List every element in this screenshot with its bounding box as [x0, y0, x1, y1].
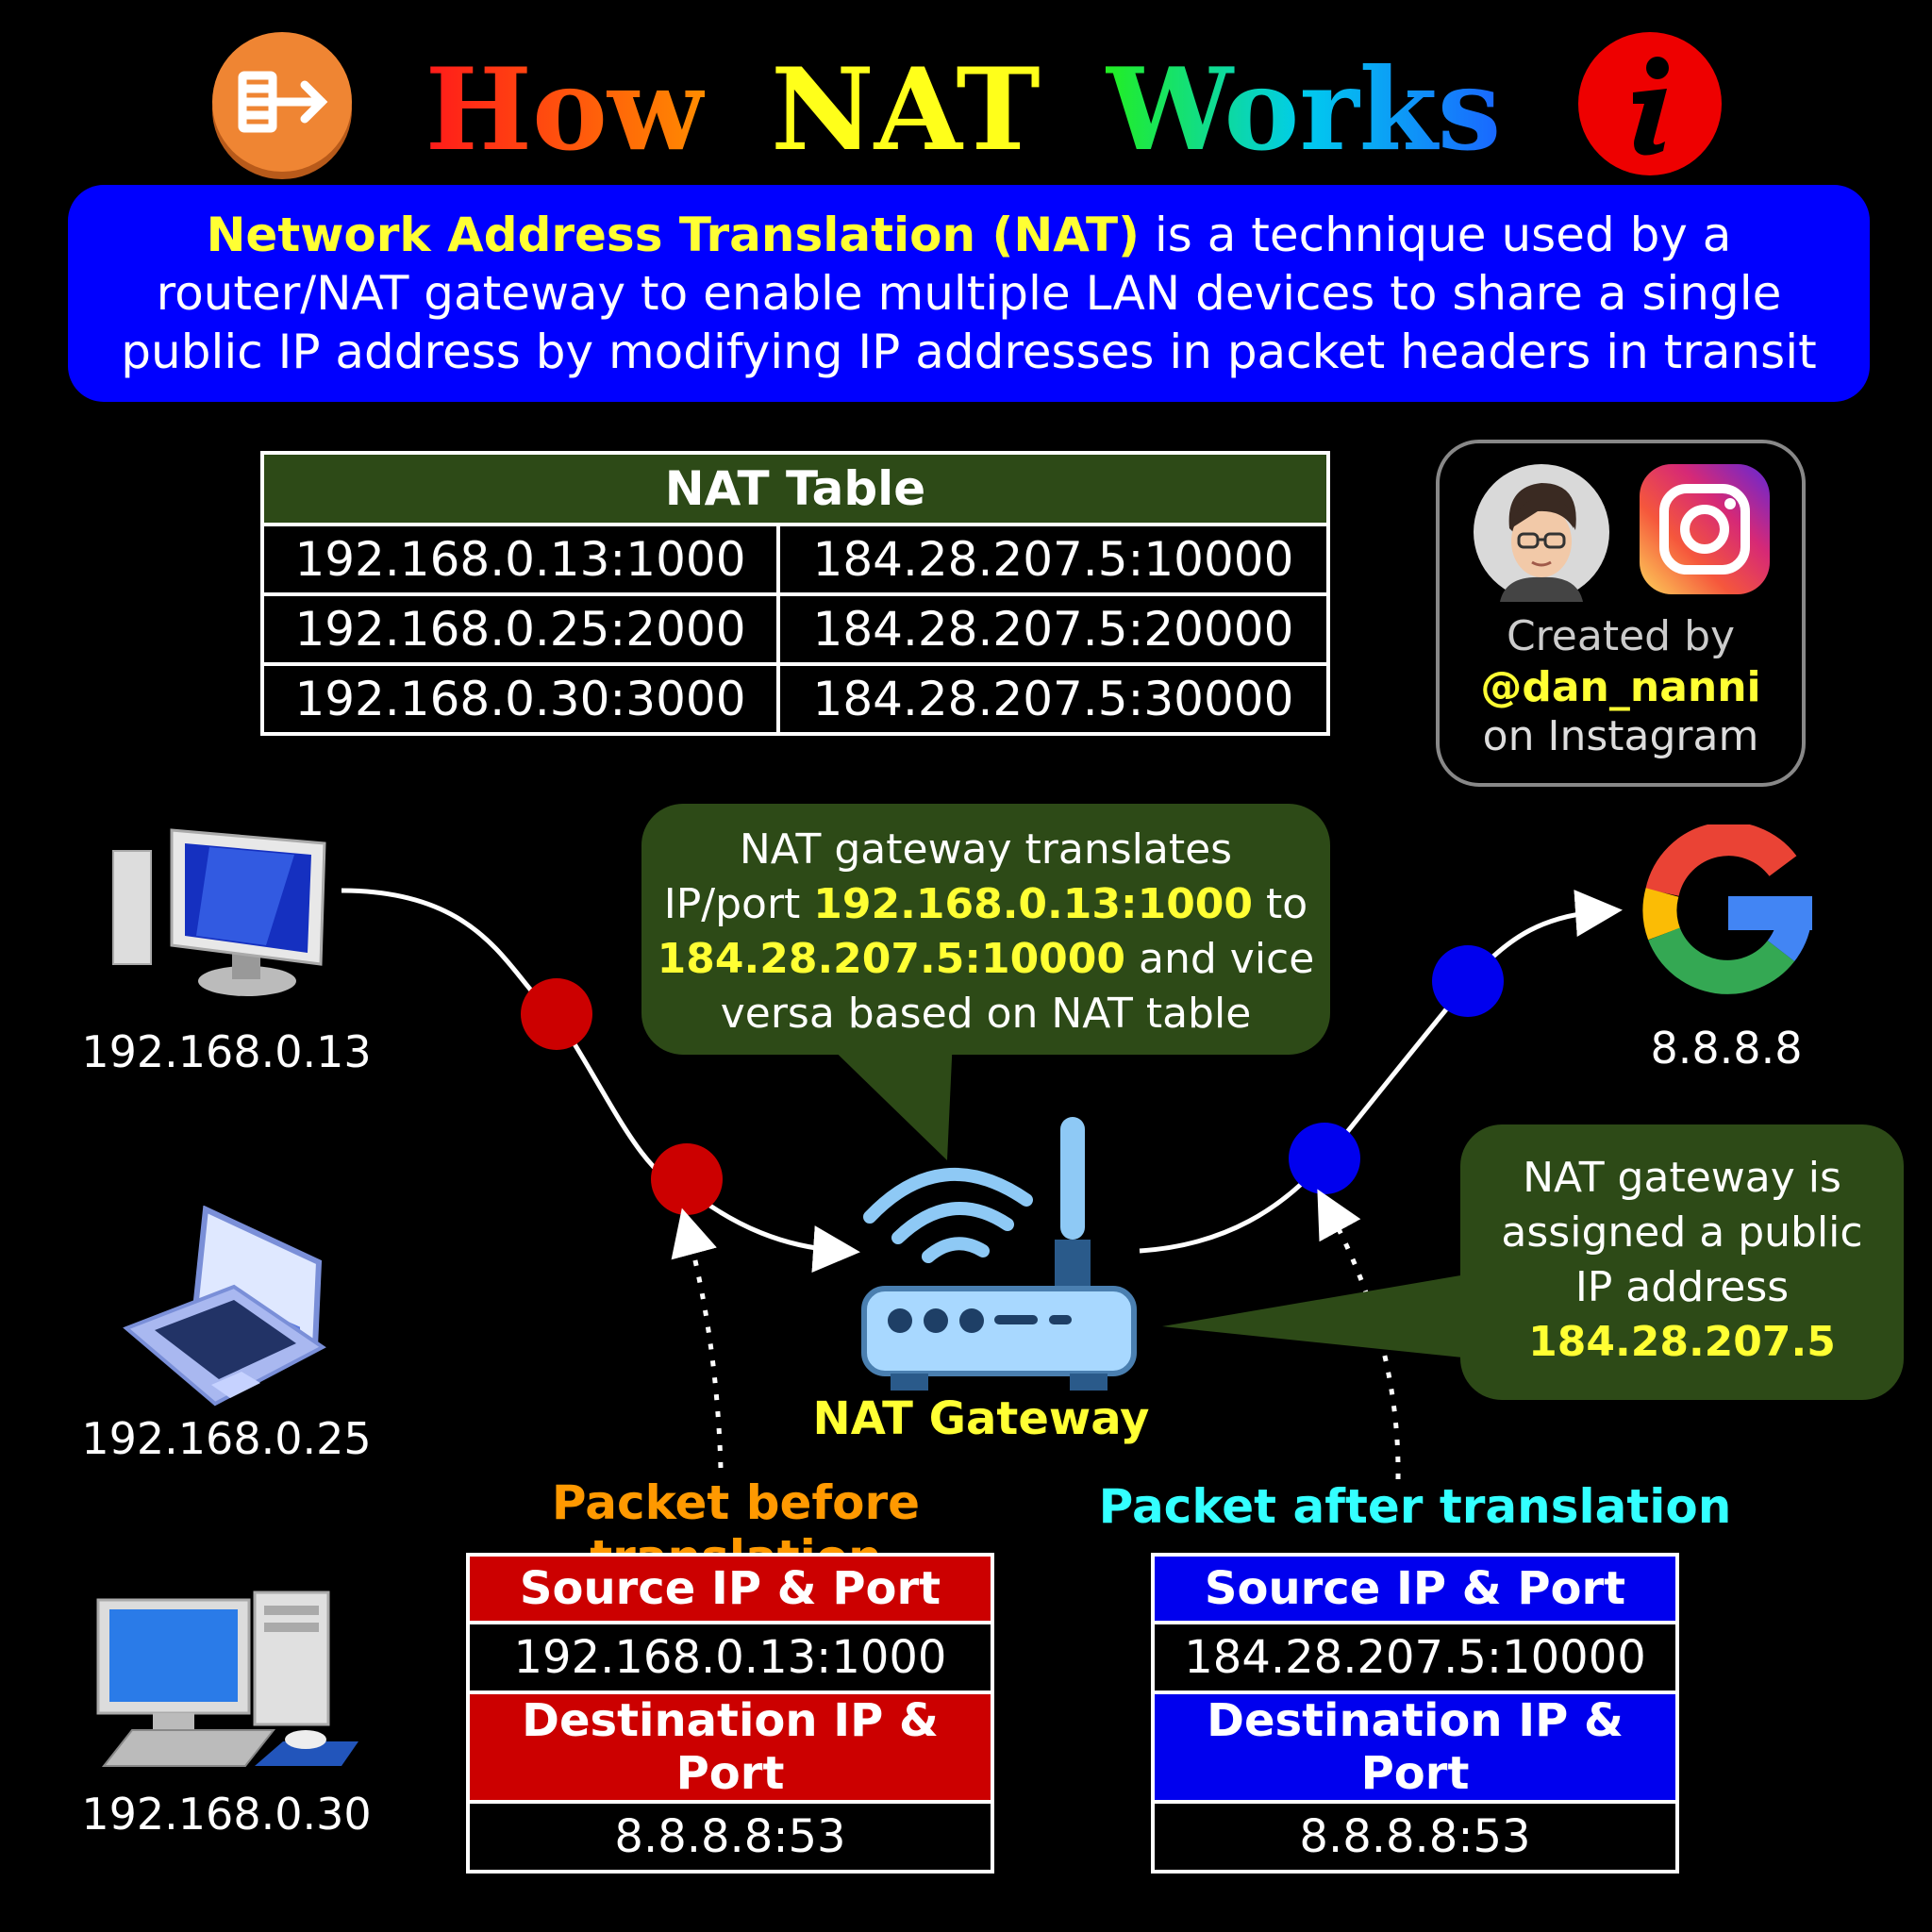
destination-value: 8.8.8.8:53	[1151, 1800, 1679, 1874]
public-ip-highlight: 184.28.207.5	[1528, 1318, 1836, 1366]
bubble-right-tail	[1162, 1274, 1472, 1358]
packet-after-caption: Packet after translation	[1098, 1479, 1732, 1534]
private-endpoint: 192.168.0.25:2000	[260, 592, 780, 666]
host-ip: 192.168.0.13	[81, 1026, 372, 1077]
lan-link-path	[341, 888, 860, 1274]
destination-label: Destination IP & Port	[466, 1690, 994, 1804]
packet-after-table: Source IP & Port 184.28.207.5:10000 Dest…	[1151, 1553, 1679, 1874]
packet-after-dot	[1289, 1123, 1360, 1194]
instagram-icon	[1640, 464, 1770, 594]
nat-description: Network Address Translation (NAT) is a t…	[68, 185, 1870, 402]
source-label: Source IP & Port	[1151, 1553, 1679, 1624]
source-label: Source IP & Port	[466, 1553, 994, 1624]
description-text: is a technique used by a router/NAT gate…	[121, 208, 1817, 379]
desktop-monitor-icon	[112, 828, 326, 996]
title-word-works: Works	[1106, 40, 1501, 181]
packet-before-dot	[521, 978, 592, 1050]
credit-handle: @dan_nanni	[1480, 663, 1761, 711]
laptop-icon	[123, 1206, 326, 1407]
avatar	[1474, 464, 1609, 602]
host-ip: 192.168.0.30	[81, 1789, 372, 1840]
translation-bubble: NAT gateway translates IP/port 192.168.0…	[641, 804, 1330, 1055]
bubble-top-tail	[821, 1038, 953, 1160]
description-term: Network Address Translation (NAT)	[206, 208, 1140, 262]
private-endpoint: 192.168.0.30:3000	[260, 662, 780, 736]
private-endpoint-highlight: 192.168.0.13:1000	[813, 880, 1254, 928]
router-icon	[861, 1117, 1137, 1391]
pointer-before	[671, 1208, 724, 1469]
title-word-nat: NAT	[771, 43, 1041, 177]
credit-line: Created by	[1506, 612, 1736, 660]
packet-after-dot	[1432, 945, 1504, 1017]
destination-label: Destination IP & Port	[1151, 1690, 1679, 1804]
host-ip: 192.168.0.25	[81, 1413, 372, 1464]
gateway-label: NAT Gateway	[812, 1392, 1150, 1445]
destination-value: 8.8.8.8:53	[466, 1800, 994, 1874]
google-logo-icon	[1642, 824, 1812, 994]
private-endpoint: 192.168.0.13:1000	[260, 523, 780, 596]
public-endpoint: 184.28.207.5:30000	[775, 662, 1331, 736]
public-endpoint: 184.28.207.5:10000	[775, 523, 1331, 596]
page-title: How NAT Works	[0, 28, 1932, 179]
server-ip: 8.8.8.8	[1650, 1023, 1803, 1074]
desktop-tower-icon	[96, 1591, 358, 1767]
packet-before-dot	[651, 1143, 723, 1215]
source-value: 192.168.0.13:1000	[466, 1621, 994, 1694]
nat-table-title: NAT Table	[260, 451, 1330, 526]
credit-badge: Created by @dan_nanni on Instagram	[1436, 440, 1806, 787]
public-endpoint: 184.28.207.5:20000	[775, 592, 1331, 666]
public-endpoint-highlight: 184.28.207.5:10000	[657, 935, 1126, 983]
public-ip-bubble: NAT gateway is assigned a public IP addr…	[1460, 1124, 1904, 1400]
wan-link-path	[1139, 890, 1623, 1254]
info-icon	[1578, 32, 1723, 175]
nat-gateway-icon	[211, 32, 352, 179]
credit-platform: on Instagram	[1482, 712, 1759, 760]
title-word-how: How	[425, 40, 706, 181]
source-value: 184.28.207.5:10000	[1151, 1621, 1679, 1694]
packet-before-table: Source IP & Port 192.168.0.13:1000 Desti…	[466, 1553, 994, 1874]
